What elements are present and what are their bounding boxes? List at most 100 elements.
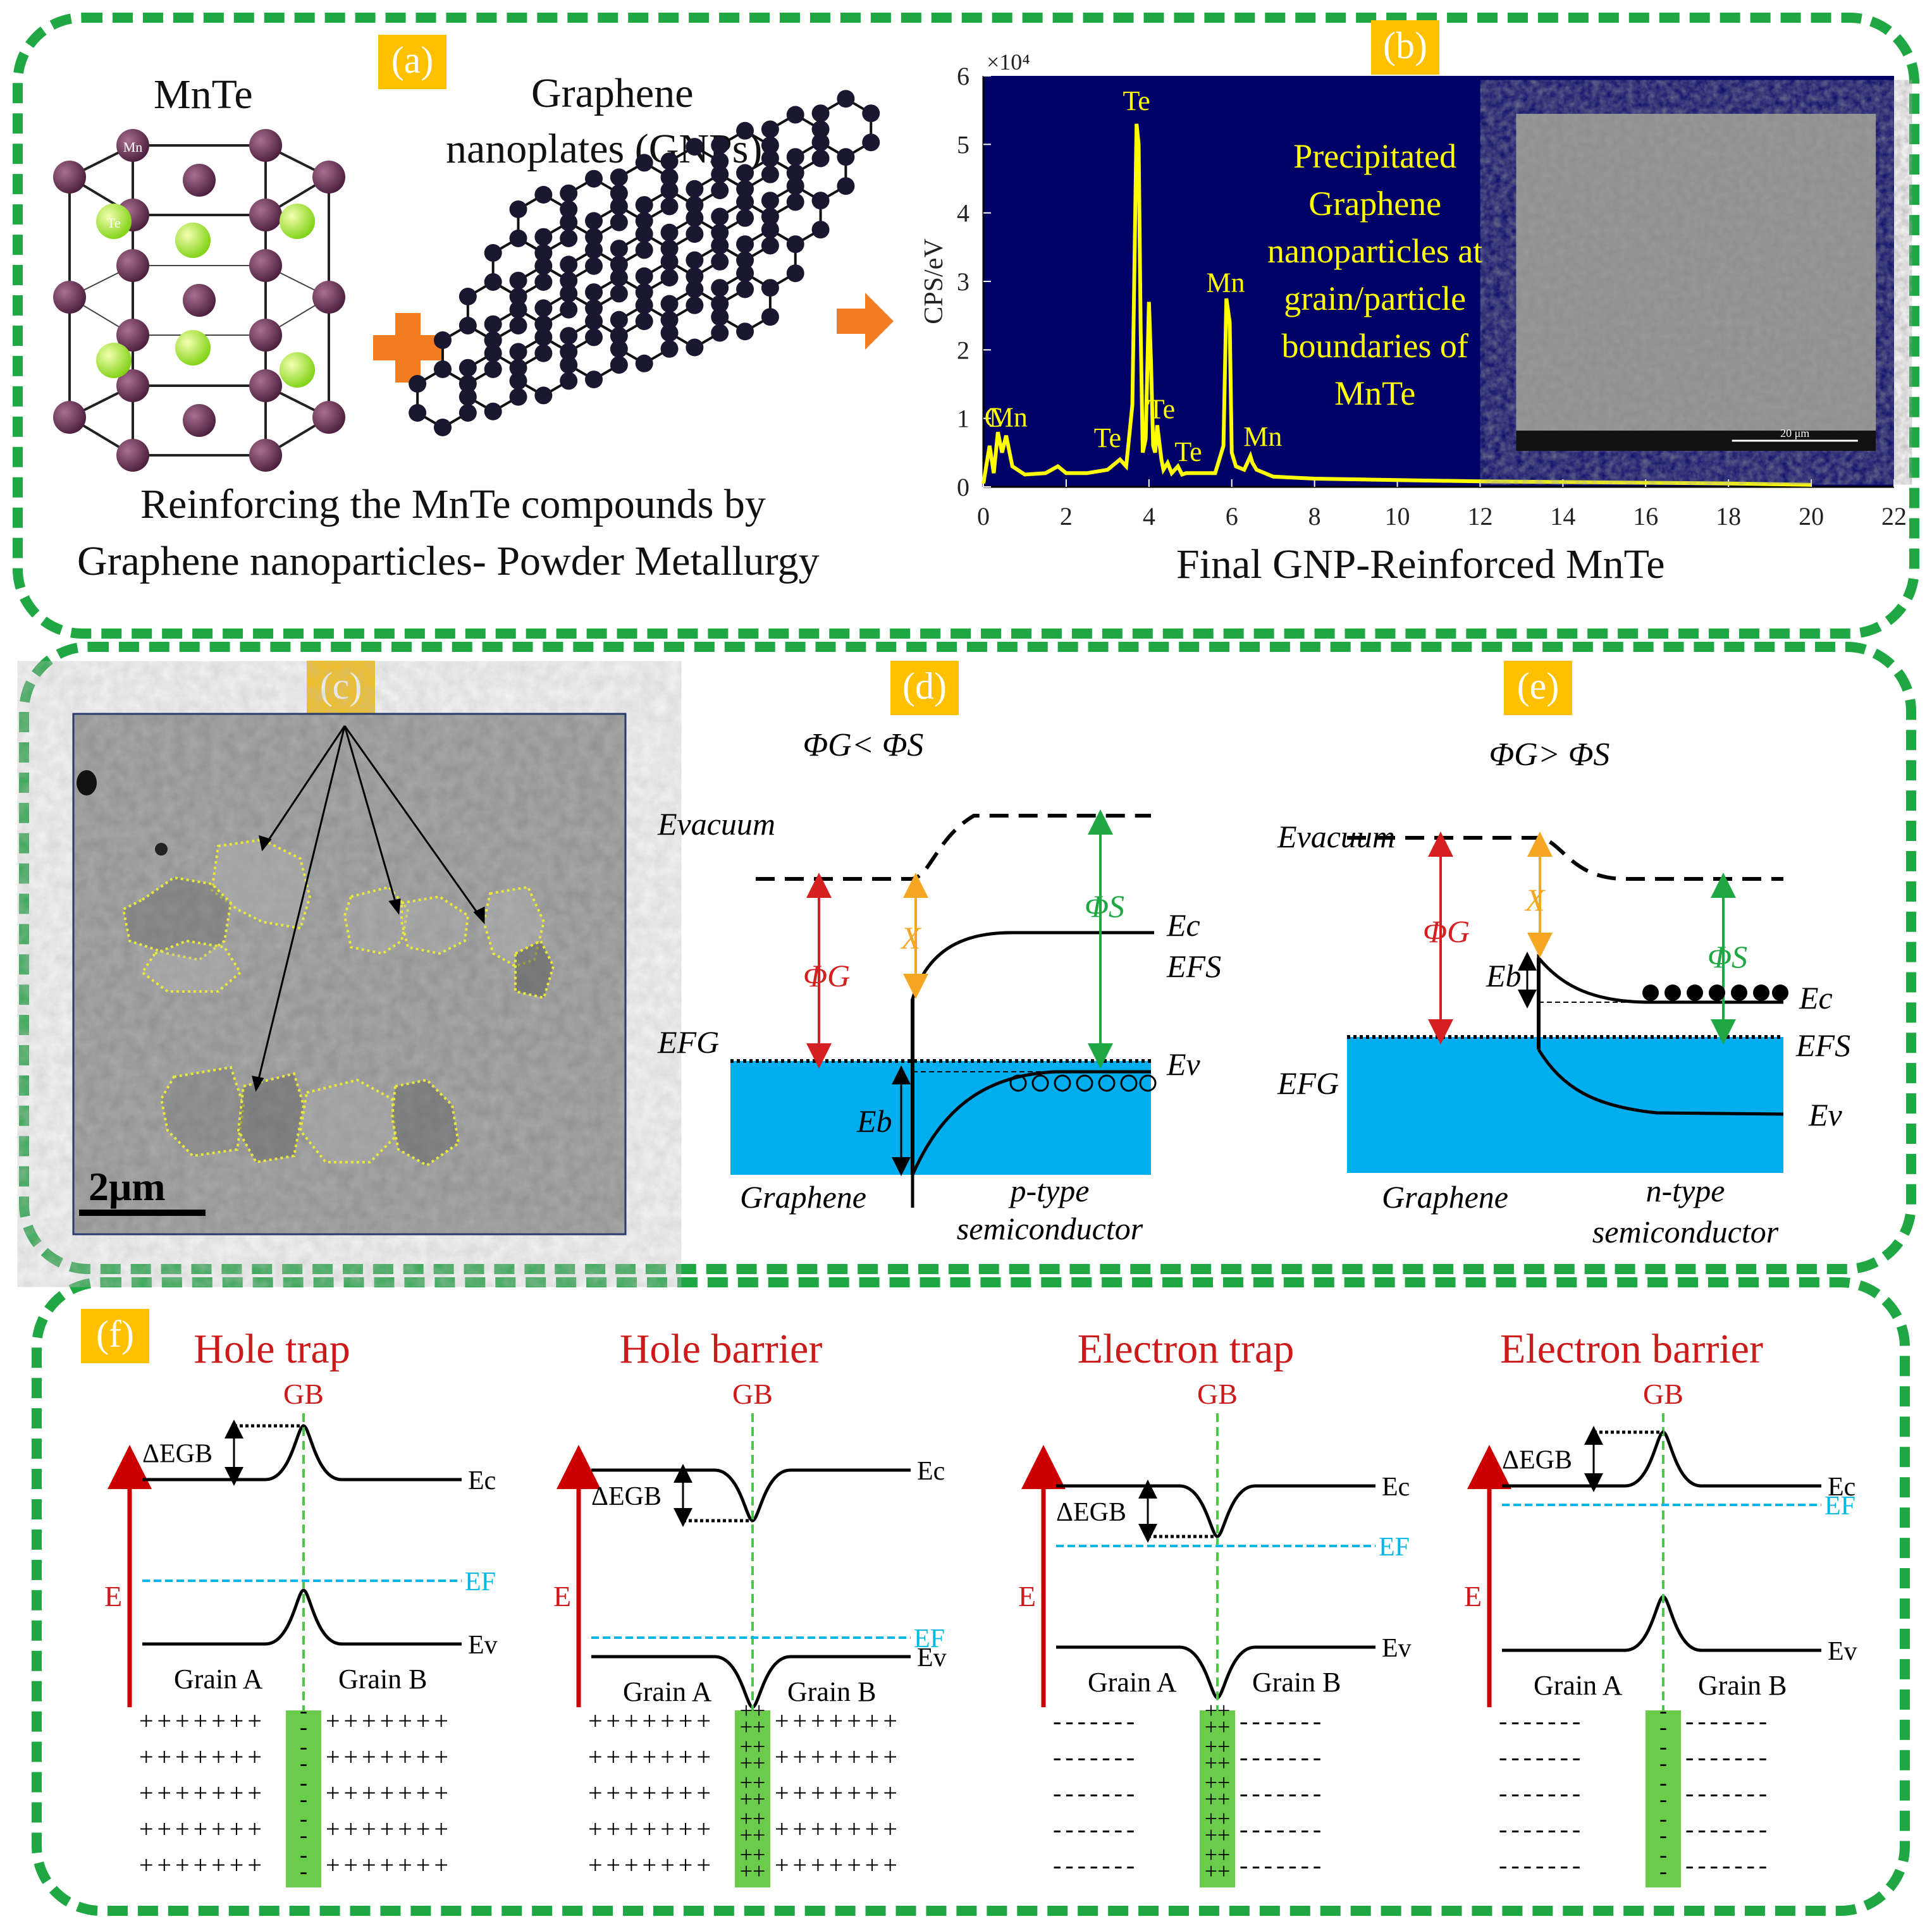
carbon-atom [686, 280, 704, 298]
ev-label: Ev [1382, 1634, 1412, 1663]
ev-label: Ev [917, 1643, 947, 1672]
carbon-atom [635, 283, 653, 302]
gb-charge: ++ [740, 1842, 766, 1867]
peak-label: C [985, 402, 1003, 433]
gb-charge: - [300, 1698, 307, 1723]
y-tick-label: 1 [957, 405, 969, 433]
valence-band [142, 1588, 462, 1646]
gb-charge-region [735, 1710, 770, 1887]
carbon-atom [736, 164, 754, 182]
delta-e-label: ΔEGB [591, 1482, 661, 1511]
y-tick-label: 3 [957, 267, 969, 296]
carbon-atom [736, 209, 754, 227]
carbon-atom [409, 404, 427, 422]
inset-annotation-line: grain/particle [1284, 279, 1466, 317]
carbon-atom [635, 212, 653, 230]
charge-row-right: +++++++ [326, 1707, 452, 1735]
sem-micrograph: 2μm [72, 713, 627, 1236]
condition-d: ΦG< ΦS [803, 727, 924, 763]
phi-s-d: ΦS [1085, 888, 1124, 924]
carbon-atom [635, 196, 653, 214]
carbon-atom [711, 236, 729, 255]
gb-charge: - [300, 1734, 307, 1759]
carbon-atom [786, 106, 804, 124]
carbon-atom [534, 257, 553, 275]
carbon-atom [534, 273, 553, 291]
gb-charge: ++ [1205, 1842, 1231, 1867]
x-tick-label: 2 [1060, 502, 1073, 531]
carbon-atom [509, 300, 527, 319]
arrow-right-icon [837, 293, 894, 350]
gb-charge-region [1646, 1710, 1681, 1887]
sem-inset-texture [1516, 114, 1876, 451]
carbon-atom [560, 343, 578, 361]
carbon-atom [484, 331, 502, 349]
energy-axis-label: E [104, 1580, 122, 1612]
charge-row-left: ------- [1499, 1743, 1584, 1771]
carbon-atom [610, 310, 628, 329]
graphene-label-d: Graphene [740, 1179, 866, 1215]
panel-a-caption-line2: Graphene nanoparticles- Powder Metallurg… [77, 538, 820, 584]
gb-charge: ++ [740, 1858, 766, 1884]
carbon-atom [458, 359, 477, 377]
gb-charge: - [300, 1770, 307, 1795]
carbon-atom [509, 317, 527, 334]
grain-a-label: Grain A [174, 1664, 263, 1695]
eb-e: Eb [1486, 958, 1522, 993]
carbon-atom [736, 121, 754, 140]
peak-label: Te [1174, 436, 1202, 467]
label-d: (d) [890, 661, 959, 715]
carbon-atom [686, 338, 704, 357]
charge-row-right: ------- [1685, 1815, 1771, 1843]
gb-label: GB [1197, 1378, 1238, 1410]
carbon-atom [711, 136, 729, 154]
eb-d: Eb [856, 1103, 892, 1139]
charge-row-left: +++++++ [139, 1851, 266, 1879]
carbon-atom [434, 419, 452, 436]
gb-charge: ++ [1205, 1786, 1231, 1812]
charge-row-left: +++++++ [588, 1743, 715, 1771]
carbon-atom [484, 244, 502, 262]
ev-d: Ev [1166, 1046, 1201, 1082]
gb-charge: ++ [1205, 1698, 1231, 1723]
y-exponent-label: ×10⁴ [987, 49, 1030, 75]
gb-charge: ++ [1205, 1714, 1231, 1739]
carbon-atom [811, 133, 830, 152]
gb-label: GB [1643, 1378, 1683, 1410]
carbon-atom [686, 267, 704, 285]
carbon-atom [761, 165, 779, 183]
gb-charge: - [1659, 1714, 1667, 1739]
x-tick-label: 8 [1308, 502, 1321, 531]
e-vacuum-d: Evacuum [657, 806, 775, 842]
label-f: (f) [81, 1309, 149, 1363]
carbon-atom [534, 344, 553, 362]
delta-e-label: ΔEGB [1502, 1446, 1572, 1475]
label-b: (b) [1371, 20, 1439, 75]
charge-row-left: ------- [1053, 1779, 1138, 1807]
gb-charge: - [1659, 1750, 1667, 1776]
peak-label: Te [1094, 422, 1121, 453]
ec-label: Ec [468, 1466, 496, 1495]
peak-label: Mn [1243, 421, 1282, 452]
carbon-atom [736, 251, 754, 269]
gb-charge: - [1659, 1786, 1667, 1812]
carbon-atom [534, 186, 553, 204]
diagram-title: Electron trap [1078, 1326, 1295, 1372]
ec-label: Ec [1382, 1473, 1410, 1502]
charge-row-left: +++++++ [588, 1707, 715, 1735]
carbon-atom [509, 343, 527, 361]
carbon-atom [610, 255, 628, 274]
charge-row-left: ------- [1053, 1743, 1138, 1771]
carbon-atom [862, 133, 880, 152]
y-tick-label: 2 [957, 336, 969, 364]
carbon-atom [560, 213, 578, 231]
carbon-atom [560, 230, 578, 247]
carbon-atom [610, 213, 628, 231]
gb-charge: - [1659, 1858, 1667, 1884]
charge-row-right: ------- [1685, 1851, 1771, 1879]
carbon-atom [711, 324, 729, 342]
carbon-atom [786, 235, 804, 254]
gb-charge-region [286, 1710, 321, 1887]
charge-row-left: ------- [1053, 1851, 1138, 1879]
carbon-atom [560, 184, 578, 202]
